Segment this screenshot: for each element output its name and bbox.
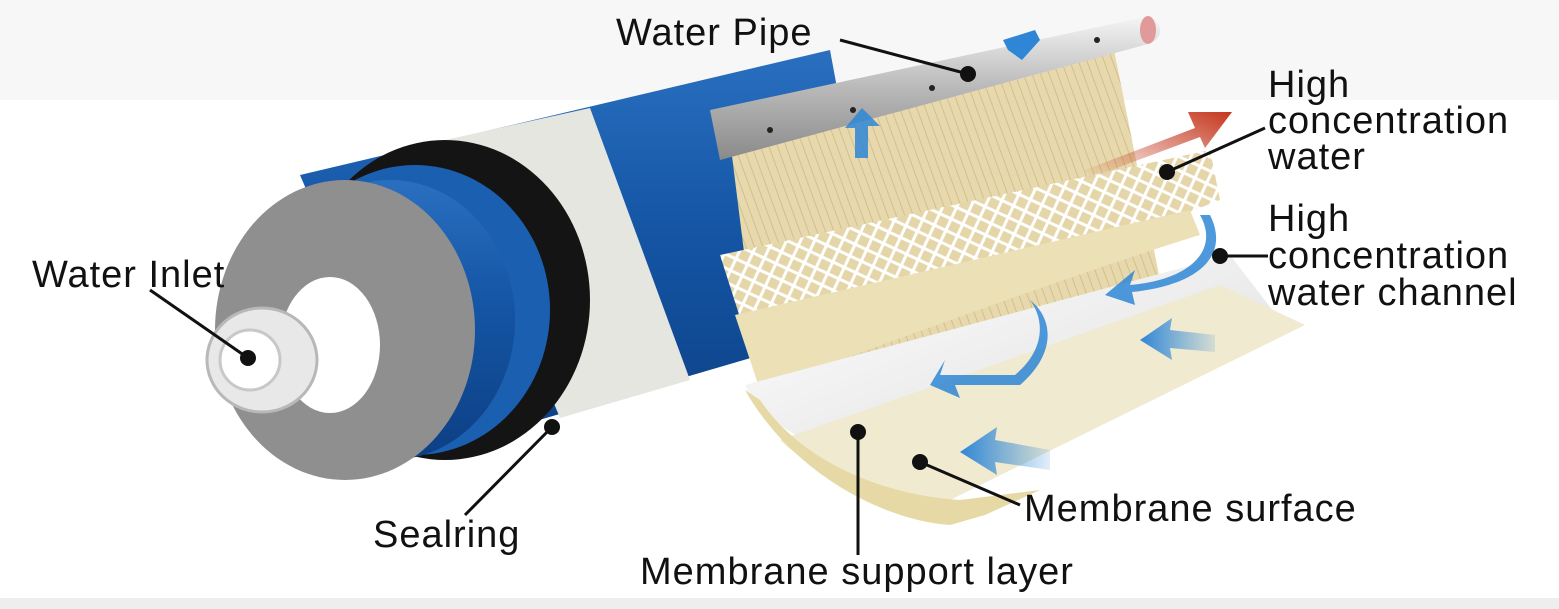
leader-water-pipe: [839, 38, 969, 76]
pointer-dot: [1212, 248, 1228, 264]
blue-flow-arrow-icon: [1140, 318, 1215, 360]
pipe-hole: [1094, 37, 1100, 43]
label-sealring: Sealring: [373, 514, 521, 556]
label-high-concentration-water-line2: concentration: [1268, 100, 1510, 142]
pipe-hole: [767, 127, 773, 133]
leader-water-inlet: [149, 288, 249, 360]
leader-dots: [240, 66, 1228, 470]
leader-high-concentration-water: [1166, 126, 1266, 174]
blue-flow-arrow-icon: [930, 300, 1048, 398]
leader-sealring: [463, 425, 554, 517]
bottom-border: [0, 598, 1559, 609]
pointer-dot: [912, 454, 928, 470]
pointer-dot: [850, 424, 866, 440]
label-water-inlet: Water Inlet: [32, 254, 226, 296]
label-high-concentration-channel-line3: water channel: [1268, 272, 1518, 314]
pipe-hole: [850, 107, 856, 113]
red-outflow-arrow-icon: [1085, 112, 1232, 178]
pointer-dot: [240, 350, 256, 366]
blue-flow-arrow-icon: [1105, 215, 1217, 305]
label-membrane-support-layer: Membrane support layer: [640, 551, 1074, 593]
label-high-concentration-channel-line1: High: [1268, 198, 1351, 240]
pointer-dot: [544, 419, 560, 435]
blue-flow-arrow-icon: [1003, 30, 1040, 60]
label-membrane-surface: Membrane surface: [1024, 488, 1357, 530]
label-high-concentration-channel-line2: concentration: [1268, 235, 1510, 277]
leader-membrane-surface: [919, 460, 1021, 507]
blue-flow-arrow-icon: [960, 427, 1050, 475]
pipe-end: [1140, 16, 1156, 44]
pointer-dot: [960, 66, 976, 82]
membrane-sheet-upper: [735, 210, 1200, 390]
pipe-hole: [929, 85, 935, 91]
leader-lines: [149, 38, 1268, 555]
label-high-concentration-water-line1: High: [1268, 64, 1351, 106]
pointer-dot: [1159, 164, 1175, 180]
label-high-concentration-water-line3: water: [1268, 136, 1366, 178]
water-pipe: [710, 17, 1161, 160]
blue-flow-arrow-icon: [845, 108, 880, 158]
membrane-support-sheet: [745, 390, 1040, 525]
label-water-pipe: Water Pipe: [616, 12, 813, 54]
